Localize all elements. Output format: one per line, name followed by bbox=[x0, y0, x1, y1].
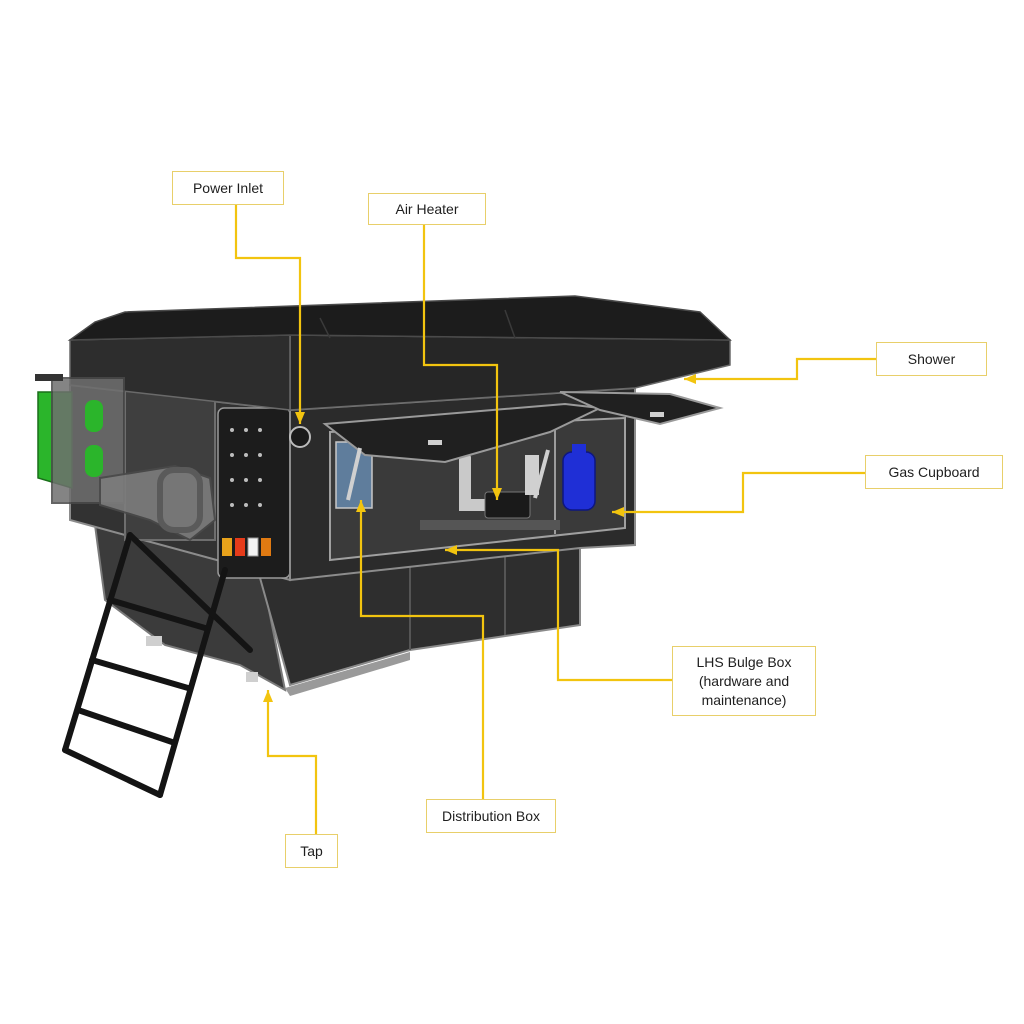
callout-lhs-bulge-box-line-3: maintenance) bbox=[701, 691, 787, 708]
power-inlet-port bbox=[289, 426, 311, 448]
callout-distribution-box-text: Distribution Box bbox=[441, 807, 541, 824]
leader-arrowheads bbox=[263, 374, 696, 702]
callout-shower-text: Shower bbox=[907, 350, 956, 367]
gas-bottle bbox=[562, 451, 596, 511]
callout-power-inlet: Power Inlet bbox=[172, 171, 284, 205]
leader-distribution-box bbox=[359, 500, 485, 800]
leader-air-heater bbox=[422, 224, 499, 500]
callout-tap-text: Tap bbox=[300, 842, 323, 859]
air-heater-duct bbox=[459, 452, 491, 511]
tail-light-orange bbox=[261, 538, 271, 556]
callout-gas-cupboard-text: Gas Cupboard bbox=[888, 463, 980, 480]
callout-tap: Tap bbox=[285, 834, 338, 868]
leader-lines bbox=[234, 205, 876, 834]
shower-door-flap bbox=[559, 391, 724, 426]
callout-power-inlet-text: Power Inlet bbox=[192, 179, 264, 196]
callout-lhs-bulge-box-line-1: LHS Bulge Box bbox=[696, 653, 792, 670]
roof-top bbox=[67, 295, 732, 341]
folding-ladder bbox=[62, 532, 253, 798]
callout-lhs-bulge-box-line-2: (hardware and bbox=[698, 672, 790, 689]
water-tank-frame bbox=[51, 377, 125, 504]
kitchen-door-flap bbox=[322, 402, 604, 464]
tail-light-white bbox=[247, 537, 259, 557]
callout-lhs-bulge-box: LHS Bulge Box (hardware and maintenance) bbox=[672, 646, 816, 716]
light-panel-dots bbox=[230, 428, 262, 507]
leader-gas-cupboard bbox=[612, 471, 865, 514]
tail-light-amber bbox=[222, 538, 232, 556]
callout-air-heater-text: Air Heater bbox=[395, 200, 459, 217]
callout-air-heater: Air Heater bbox=[368, 193, 486, 225]
leader-power-inlet bbox=[234, 205, 302, 424]
leader-tap bbox=[266, 690, 318, 834]
callout-shower: Shower bbox=[876, 342, 987, 376]
leader-lhs-bulge-box bbox=[445, 548, 672, 682]
callout-gas-cupboard: Gas Cupboard bbox=[865, 455, 1003, 489]
callout-distribution-box: Distribution Box bbox=[426, 799, 556, 833]
tail-light-red bbox=[235, 538, 245, 556]
leader-shower bbox=[684, 357, 876, 381]
air-heater-unit bbox=[484, 491, 531, 519]
